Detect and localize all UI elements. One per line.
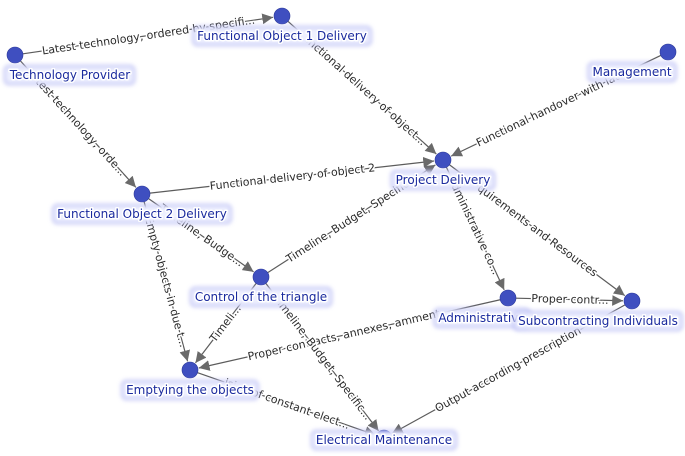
node-label-glow (121, 380, 259, 400)
node-label: Control of the triangle (195, 290, 327, 304)
node-label-glow (587, 62, 677, 82)
node-emp[interactable]: Emptying the objects (121, 361, 259, 400)
edge-tp-to-fo1 (22, 13, 274, 55)
node-dot[interactable] (6, 46, 24, 64)
node-label-glow (311, 430, 457, 450)
node-fo1[interactable]: Functional Object 1 Delivery (192, 7, 372, 46)
nodes-layer: Technology Provider Functional Object 1 D… (4, 7, 683, 450)
node-tp[interactable]: Technology Provider (4, 46, 135, 85)
edge-label: Proper contr... (531, 292, 609, 307)
node-ctrl[interactable]: Control of the triangle (190, 268, 332, 307)
edge-label: Timeli... (207, 302, 244, 345)
node-elec[interactable]: Electrical Maintenance (311, 429, 457, 450)
node-label: Emptying the objects (126, 383, 254, 397)
edge-label: Output according prescription (433, 324, 583, 415)
node-label-glow (190, 287, 332, 307)
node-label-glow (192, 26, 372, 46)
node-dot[interactable] (434, 151, 452, 169)
node-label-glow (52, 204, 232, 224)
node-fo2[interactable]: Functional Object 2 Delivery (52, 185, 232, 224)
node-dot[interactable] (499, 289, 517, 307)
node-label: Functional Object 2 Delivery (57, 207, 227, 221)
node-dot[interactable] (659, 43, 677, 61)
node-dot[interactable] (273, 7, 291, 25)
edge-label: Empty objects in due t... (142, 215, 190, 348)
edge-fo2-to-pd (149, 156, 435, 194)
node-mgmt[interactable]: Management (587, 43, 677, 82)
node-adm[interactable]: Administrative (433, 289, 531, 328)
edge-adm-to-sub (515, 295, 624, 306)
node-sub[interactable]: Subcontracting Individuals (513, 292, 683, 331)
edge-fo2-to-emp (143, 201, 190, 362)
node-label-glow (513, 311, 683, 331)
node-label: Administrative (438, 311, 525, 325)
edge-label: Functional delivery of object 2 (209, 161, 376, 192)
node-label: Subcontracting Individuals (518, 314, 678, 328)
edge-label: Functional delivery of object... (296, 28, 429, 149)
node-label-glow (4, 65, 135, 85)
node-dot[interactable] (252, 268, 270, 286)
edge-label: atest technology, orde... (28, 70, 128, 178)
node-label: Electrical Maintenance (316, 433, 452, 447)
node-label-glow (391, 170, 495, 190)
node-dot[interactable] (623, 292, 641, 310)
node-pd[interactable]: Project Delivery (391, 151, 495, 190)
edge-ctrl-to-elec (265, 282, 380, 432)
node-label: Project Delivery (396, 173, 491, 187)
node-label: Technology Provider (9, 68, 131, 82)
node-label: Management (592, 65, 671, 79)
node-dot[interactable] (181, 361, 199, 379)
node-label: Functional Object 1 Delivery (197, 29, 367, 43)
edge-label: Proper contracts, annexes, amment... (247, 305, 452, 364)
node-dot[interactable] (133, 185, 151, 203)
